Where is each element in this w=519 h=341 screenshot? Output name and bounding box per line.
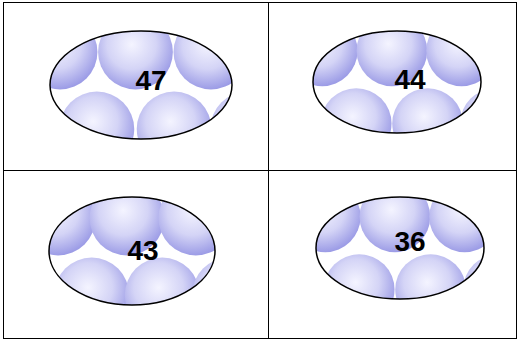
ellipse-outline <box>50 31 232 139</box>
ellipse-outline <box>316 197 484 299</box>
sphere-pattern <box>174 30 233 89</box>
sphere-pattern <box>49 30 97 89</box>
number-label: 36 <box>394 228 425 256</box>
row-divider <box>4 170 517 171</box>
number-ellipse: 36 <box>315 196 485 300</box>
sphere-pattern <box>315 196 361 252</box>
ellipse-outline <box>49 197 215 305</box>
sphere-pattern <box>429 196 485 252</box>
sphere-pattern <box>312 30 358 86</box>
sphere-pattern <box>392 88 463 134</box>
ellipse-outline <box>313 31 481 133</box>
number-ellipse: 43 <box>48 196 216 306</box>
sphere-pattern <box>137 92 212 140</box>
number-ellipse: 47 <box>49 30 233 140</box>
sphere-pattern <box>158 196 216 255</box>
number-ellipse: 44 <box>312 30 482 134</box>
sphere-pattern <box>395 254 466 300</box>
number-label: 44 <box>394 66 425 94</box>
table-border <box>4 3 517 339</box>
number-label: 43 <box>127 237 158 265</box>
sphere-pattern <box>426 30 482 86</box>
number-label: 47 <box>135 67 166 95</box>
